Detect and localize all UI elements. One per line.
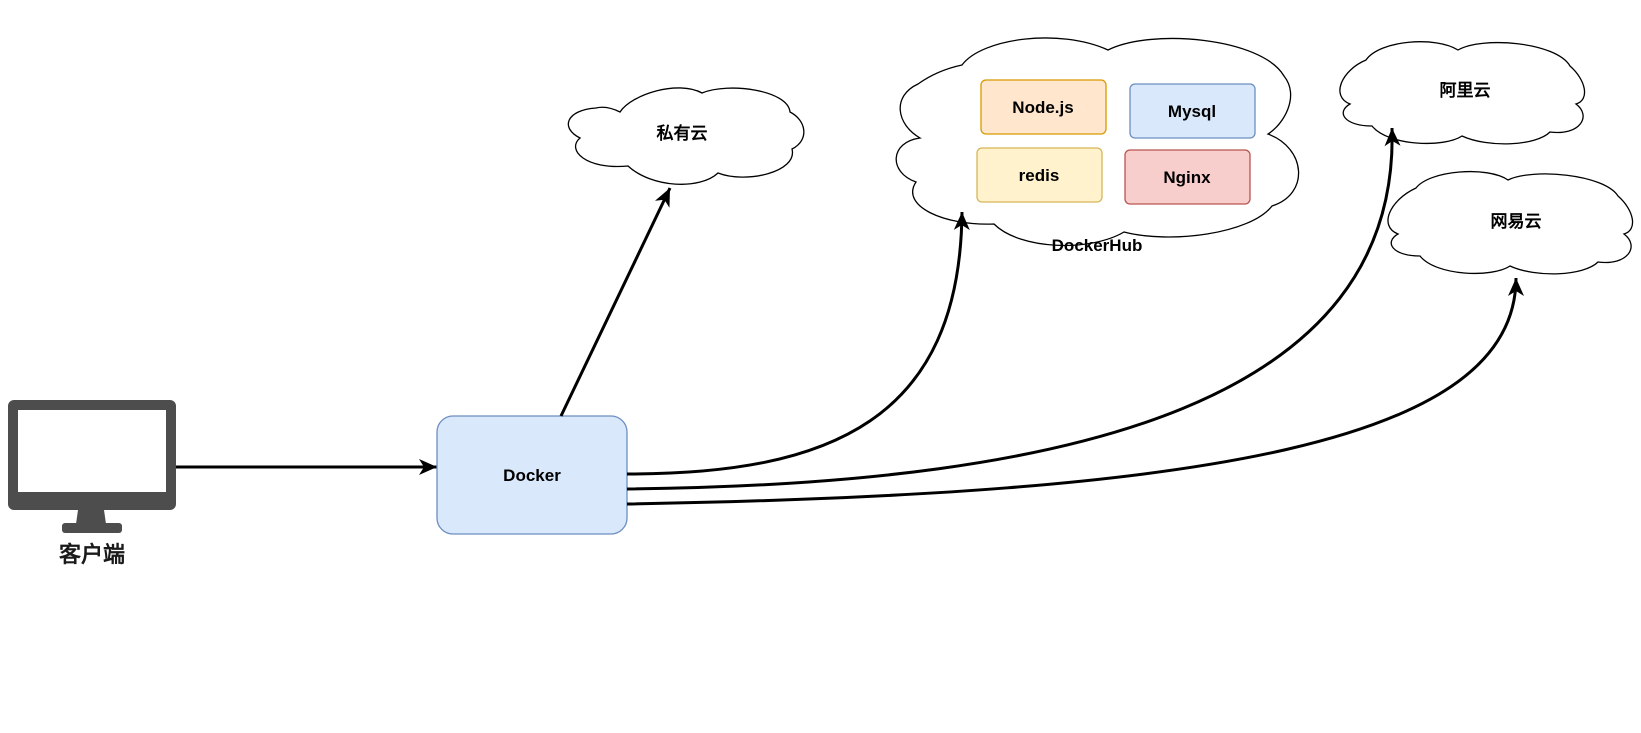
image-tile-mysql[interactable]: Mysql	[1129, 83, 1256, 139]
docker-node[interactable]: Docker	[436, 415, 628, 535]
image-tile-nginx[interactable]: Nginx	[1124, 149, 1251, 205]
netease-cloud-node[interactable]: 网易云	[1387, 171, 1634, 275]
private-cloud-label: 私有云	[657, 123, 708, 144]
client-node[interactable]: 客户端	[8, 400, 176, 568]
dockerhub-label: DockerHub	[1052, 236, 1143, 255]
nginx-label: Nginx	[1163, 168, 1211, 187]
dockerhub-cloud-shape	[895, 37, 1300, 247]
edge-docker-to-private-cloud	[559, 187, 672, 417]
dockerhub-cloud-node[interactable]: Node.js Mysql redis Nginx DockerHub	[895, 37, 1300, 255]
docker-label: Docker	[503, 466, 561, 485]
monitor-icon	[8, 400, 176, 533]
mysql-box	[1129, 83, 1256, 139]
image-tile-redis[interactable]: redis	[976, 147, 1103, 203]
netease-cloud-shape	[1387, 171, 1634, 275]
aliyun-cloud-node[interactable]: 阿里云	[1339, 41, 1586, 145]
edge-docker-to-netease	[626, 277, 1524, 506]
edge-docker-to-aliyun	[626, 127, 1401, 491]
client-label: 客户端	[59, 542, 125, 568]
netease-label: 网易云	[1491, 212, 1542, 232]
nodejs-box	[980, 79, 1107, 135]
edge-docker-to-dockerhub	[626, 211, 970, 476]
aliyun-cloud-shape	[1339, 41, 1586, 145]
redis-label: redis	[1019, 166, 1060, 185]
private-cloud-node[interactable]: 私有云	[567, 87, 805, 185]
redis-box	[976, 147, 1103, 203]
private-cloud-shape	[567, 87, 805, 185]
aliyun-label: 阿里云	[1440, 81, 1491, 101]
nginx-box	[1124, 149, 1251, 205]
nodejs-label: Node.js	[1012, 98, 1073, 117]
mysql-label: Mysql	[1168, 102, 1216, 121]
image-tile-nodejs[interactable]: Node.js	[980, 79, 1107, 135]
